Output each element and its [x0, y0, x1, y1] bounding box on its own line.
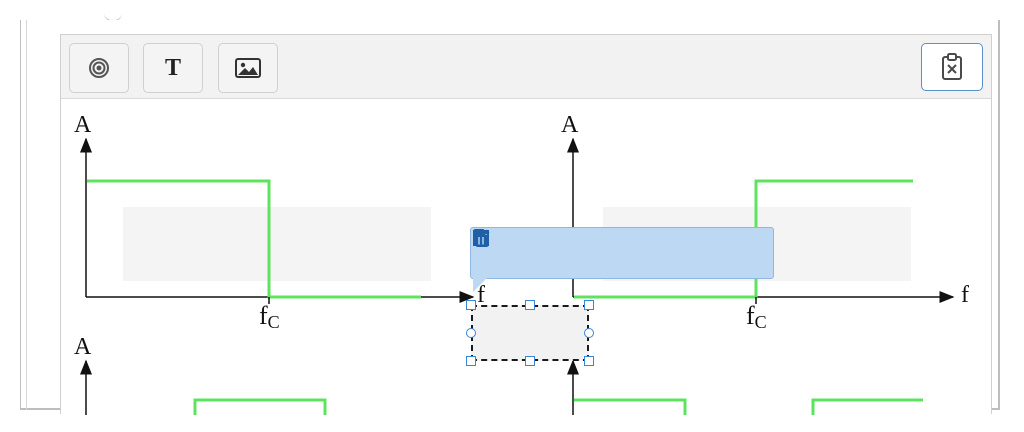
resize-handle-bottom-right[interactable] — [584, 356, 594, 366]
clear-canvas-button[interactable] — [921, 43, 983, 91]
graph3-y-label: A — [74, 334, 92, 360]
left-rail-line — [26, 20, 27, 410]
editor-toolbar: T — [61, 35, 991, 99]
resize-handle-right[interactable] — [584, 328, 594, 338]
image-tool-button[interactable] — [218, 43, 278, 93]
graph1-cutoff-f: f — [259, 301, 268, 330]
text-tool-button[interactable]: T — [143, 43, 203, 93]
delete-button[interactable] — [474, 229, 771, 273]
drawing-canvas[interactable]: A A A f f fC fC — [61, 99, 991, 415]
drawing-editor: T — [60, 34, 992, 415]
graph1-cutoff-label: fC — [259, 301, 280, 332]
resize-handle-left[interactable] — [466, 328, 476, 338]
resize-handle-bottom-left[interactable] — [466, 356, 476, 366]
bring-forward-button[interactable] — [475, 232, 675, 273]
selected-shape[interactable] — [471, 305, 589, 361]
graph2-y-label: A — [561, 112, 579, 138]
edit-button[interactable] — [474, 229, 579, 273]
graph4-right-line — [811, 398, 923, 415]
text-tool-glyph: T — [164, 54, 181, 81]
radio-target-icon — [89, 58, 109, 78]
resize-handle-top-right[interactable] — [584, 300, 594, 310]
trash-icon — [474, 229, 488, 247]
shape-tool-button[interactable] — [69, 43, 129, 93]
graph1-y-label: A — [74, 112, 92, 138]
placeholder-shape-left[interactable] — [123, 207, 431, 281]
shape-context-toolbar — [470, 227, 774, 292]
image-icon — [235, 58, 261, 78]
graph1-x-label: f — [477, 282, 485, 308]
graph4-left-line — [574, 398, 687, 415]
graph2-cutoff-label: fC — [746, 301, 767, 332]
resize-handle-top-left[interactable] — [466, 300, 476, 310]
duplicate-button[interactable] — [473, 229, 627, 273]
graph1-cutoff-sub: C — [267, 312, 280, 332]
resize-handle-bottom[interactable] — [525, 356, 535, 366]
send-backward-button[interactable] — [474, 232, 723, 273]
resize-handle-top[interactable] — [525, 300, 535, 310]
graph2-cutoff-sub: C — [754, 312, 767, 332]
graph2-x-label: f — [961, 282, 969, 308]
clipboard-x-icon — [942, 53, 962, 80]
graph3-left-line — [193, 398, 327, 415]
graph1-lowpass-line — [87, 179, 421, 299]
graph2-cutoff-f: f — [746, 301, 755, 330]
